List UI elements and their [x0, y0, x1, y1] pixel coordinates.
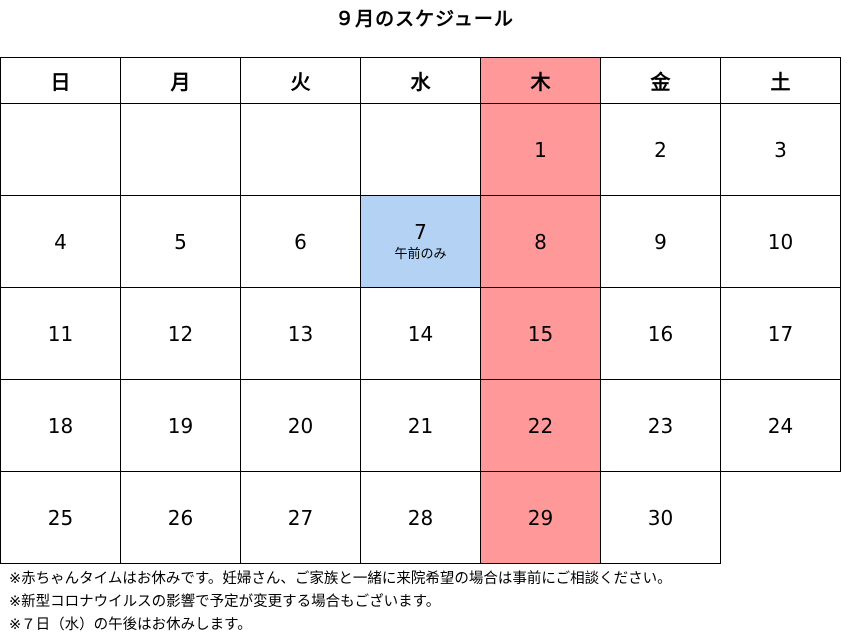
day-number: 17 — [767, 321, 794, 346]
day-cell: 21 — [360, 379, 481, 472]
day-number: 25 — [47, 505, 74, 530]
day-number: 3 — [774, 137, 787, 162]
day-cell: 26 — [120, 471, 241, 564]
day-cell: 17 — [720, 287, 841, 380]
day-number: 2 — [654, 137, 667, 162]
weekday-mon: 月 — [120, 57, 241, 104]
day-cell-closed: 22 — [480, 379, 601, 472]
day-cell: 13 — [240, 287, 361, 380]
day-cell: 6 — [240, 195, 361, 288]
morning-only-note: 午前のみ — [394, 246, 447, 262]
week-row: 4 5 6 7 午前のみ 8 9 10 — [0, 195, 841, 288]
day-cell: 23 — [600, 379, 721, 472]
week-row: 11 12 13 14 15 16 17 — [0, 287, 841, 380]
week-row: 25 26 27 28 29 30 — [0, 471, 841, 564]
day-cell-closed: 29 — [480, 471, 601, 564]
day-number: 26 — [167, 505, 194, 530]
day-cell: 27 — [240, 471, 361, 564]
note-line: ※新型コロナウイルスの影響で予定が変更する場合もございます。 — [9, 594, 441, 610]
day-number: 24 — [767, 413, 794, 438]
weekday-wed: 水 — [360, 57, 481, 104]
day-number: 12 — [167, 321, 194, 346]
weekday-header-row: 日 月 火 水 木 金 土 — [0, 57, 841, 104]
day-cell: 28 — [360, 471, 481, 564]
note-line: ※７日（水）の午後はお休みします。 — [9, 617, 252, 633]
day-number: 27 — [287, 505, 314, 530]
day-number: 21 — [407, 413, 434, 438]
day-cell: 5 — [120, 195, 241, 288]
day-number: 5 — [174, 229, 187, 254]
day-number: 8 — [534, 229, 547, 254]
day-number: 9 — [654, 229, 667, 254]
day-cell: 3 — [720, 103, 841, 196]
weekday-fri: 金 — [600, 57, 721, 104]
calendar-table: 日 月 火 水 木 金 土 1 2 3 4 5 6 7 午前のみ 8 — [0, 57, 841, 564]
day-cell: 2 — [600, 103, 721, 196]
day-cell: 20 — [240, 379, 361, 472]
day-number: 18 — [47, 413, 74, 438]
day-number: 15 — [527, 321, 554, 346]
day-number: 1 — [534, 137, 547, 162]
day-cell: 14 — [360, 287, 481, 380]
day-cell-closed: 15 — [480, 287, 601, 380]
day-number: 30 — [647, 505, 674, 530]
day-cell-closed: 8 — [480, 195, 601, 288]
day-cell: 16 — [600, 287, 721, 380]
day-cell-empty — [720, 471, 841, 564]
day-cell-empty — [240, 103, 361, 196]
day-cell: 30 — [600, 471, 721, 564]
weekday-sat: 土 — [720, 57, 841, 104]
day-number: 22 — [527, 413, 554, 438]
day-number: 29 — [527, 505, 554, 530]
day-number: 6 — [294, 229, 307, 254]
day-number: 16 — [647, 321, 674, 346]
day-cell: 11 — [0, 287, 121, 380]
day-number: 14 — [407, 321, 434, 346]
day-cell: 18 — [0, 379, 121, 472]
day-cell: 10 — [720, 195, 841, 288]
day-number: 28 — [407, 505, 434, 530]
day-number: 19 — [167, 413, 194, 438]
weekday-thu: 木 — [480, 57, 601, 104]
day-cell: 4 — [0, 195, 121, 288]
day-number: 13 — [287, 321, 314, 346]
day-cell-closed: 1 — [480, 103, 601, 196]
day-number: 23 — [647, 413, 674, 438]
day-number: 10 — [767, 229, 794, 254]
day-cell-empty — [120, 103, 241, 196]
page-title: ９月のスケジュール — [335, 8, 514, 30]
week-row: 1 2 3 — [0, 103, 841, 196]
week-row: 18 19 20 21 22 23 24 — [0, 379, 841, 472]
weekday-sun: 日 — [0, 57, 121, 104]
day-cell: 25 — [0, 471, 121, 564]
day-number: 11 — [47, 321, 74, 346]
day-cell-morning-only: 7 午前のみ — [360, 195, 481, 288]
note-line: ※赤ちゃんタイムはお休みです。妊婦さん、ご家族と一緒に来院希望の場合は事前にご相… — [9, 571, 672, 587]
day-cell: 9 — [600, 195, 721, 288]
day-cell-empty — [360, 103, 481, 196]
weekday-tue: 火 — [240, 57, 361, 104]
day-number: 7 — [414, 219, 427, 244]
day-number: 20 — [287, 413, 314, 438]
notes: ※赤ちゃんタイムはお休みです。妊婦さん、ご家族と一緒に来院希望の場合は事前にご相… — [9, 568, 844, 637]
day-number: 4 — [54, 229, 67, 254]
day-cell: 19 — [120, 379, 241, 472]
day-cell-empty — [0, 103, 121, 196]
day-cell: 24 — [720, 379, 841, 472]
day-cell: 12 — [120, 287, 241, 380]
